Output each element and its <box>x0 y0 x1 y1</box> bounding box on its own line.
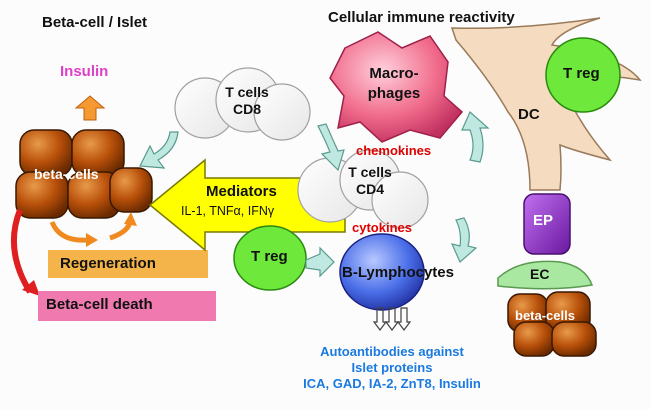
treg-bottom-shape <box>233 225 307 291</box>
cytokines-label: cytokines <box>352 220 412 235</box>
t-cells-cd4-line2: CD4 <box>355 181 384 197</box>
ec-label: EC <box>530 266 550 282</box>
treg-top-shape <box>545 37 621 113</box>
b-lymphocytes-label: B-Lymphocytes <box>342 264 454 281</box>
beta-cell-death-label: Beta-cell death <box>46 296 153 313</box>
t-cells-cd8-group <box>174 67 311 141</box>
beta-cell-death-box <box>38 291 216 321</box>
beta-cells-cluster-right <box>507 291 597 357</box>
left-header: Beta-cell / Islet <box>42 14 148 31</box>
regeneration-arrowhead-2 <box>124 212 137 226</box>
autoantibodies-line1: Autoantibodies against <box>320 344 464 359</box>
treg-bottom-label: T reg <box>251 248 288 265</box>
autoantibodies-text: Autoantibodies against Islet proteins IC… <box>262 344 522 392</box>
mediators-title: Mediators <box>206 183 277 200</box>
macrophages-line2: phages <box>367 85 421 102</box>
macrophage-shape <box>329 31 464 143</box>
macrophages-line1: Macro- <box>369 65 419 82</box>
interaction-arrows <box>139 111 490 278</box>
t-cells-cd8-label: T cells CD8 <box>212 84 282 118</box>
death-arrow <box>10 208 33 294</box>
t-cells-cd4-group <box>297 149 429 229</box>
beta-cells-right-label: beta-cells <box>515 308 575 323</box>
ep-shape <box>523 193 571 255</box>
t-cells-cd8-line1: T cells <box>225 84 269 100</box>
beta-cells-left-label: beta-cells <box>34 166 99 182</box>
regeneration-arrowhead-1 <box>86 233 98 247</box>
mediators-list: IL-1, TNFα, IFNγ <box>181 204 275 218</box>
beta-cells-cluster-left <box>15 129 153 219</box>
chemokines-label: chemokines <box>356 143 432 158</box>
regeneration-box <box>48 250 208 278</box>
autoantibodies-line2: Islet proteins <box>351 360 433 375</box>
antibody-output-arrows <box>372 307 412 331</box>
ec-shape <box>497 260 594 290</box>
t-cells-cd4-label: T cells CD4 <box>332 164 408 198</box>
death-arrowhead <box>22 280 40 296</box>
t-cells-cd8-line2: CD8 <box>232 101 261 117</box>
regeneration-label: Regeneration <box>60 255 156 272</box>
macrophages-label: Macro- phages <box>352 64 436 104</box>
ep-label: EP <box>533 212 554 229</box>
treg-top-label: T reg <box>563 65 600 82</box>
right-header: Cellular immune reactivity <box>328 9 515 26</box>
dc-shape <box>450 17 642 191</box>
t-cells-cd4-line1: T cells <box>348 164 392 180</box>
autoantibodies-line3: ICA, GAD, IA-2, ZnT8, Insulin <box>303 376 481 391</box>
dc-label: DC <box>518 106 540 123</box>
insulin-arrow <box>74 95 106 121</box>
insulin-label: Insulin <box>60 63 109 80</box>
b-lymphocyte-shape <box>339 233 425 311</box>
